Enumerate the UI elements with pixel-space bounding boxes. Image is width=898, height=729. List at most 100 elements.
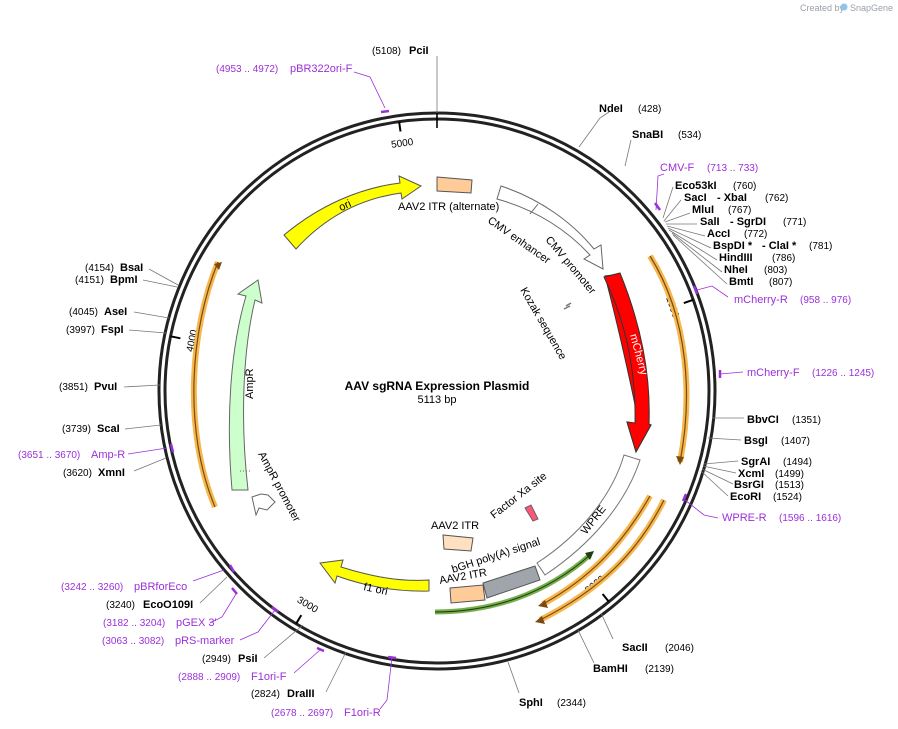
feature-itr-top-label: AAV2 ITR [431, 520, 479, 532]
primer-mcherry-r[interactable]: mCherry-R(958 .. 976) [734, 294, 851, 306]
site-draiii-pos: (2824) [251, 689, 280, 700]
leader-bsrgi [701, 468, 734, 485]
leader-mlui [664, 212, 691, 223]
primer-wpre-r[interactable]: WPRE-R (1596 .. 1616) [722, 512, 841, 524]
site-bspdi-clai[interactable]: BspDI *- ClaI *(781) [713, 240, 832, 252]
site-sali-sgrdi[interactable]: SalI- SgrDI(771) [700, 216, 806, 228]
leader-scai [124, 424, 162, 430]
site-ecoo109i[interactable]: (3240)EcoO109I [106, 599, 193, 611]
site-saci-xbai[interactable]: SacI- XbaI(762) [684, 192, 788, 204]
site-scai[interactable]: (3739)ScaI [62, 423, 120, 435]
tick-mark-3000 [295, 614, 303, 625]
leader-mcherry-f [719, 371, 744, 375]
feature-itr-alternate[interactable] [436, 176, 473, 194]
site-pcii[interactable]: (5108)PciI [372, 45, 429, 57]
primer-prs-marker-pos: (3063 .. 3082) [102, 636, 164, 647]
feature-f1ori[interactable] [319, 559, 430, 592]
site-bpmi-pos: (4151) [75, 275, 104, 286]
leader-bpmi [142, 279, 178, 288]
site-draiii[interactable]: (2824)DraIII [251, 688, 315, 700]
primer-mcherry-f[interactable]: mCherry-F (1226 .. 1245) [747, 367, 874, 379]
primer-cmv-f[interactable]: CMV-F(713 .. 733) [660, 162, 758, 174]
feature-cmv[interactable] [496, 185, 604, 270]
feature-itr-bottom[interactable] [449, 584, 486, 604]
feature-wpre[interactable] [536, 454, 641, 576]
site-hindiii[interactable]: HindIII(786) [719, 252, 795, 264]
primer-f1ori-f[interactable]: (2888 .. 2909)F1ori-F [178, 671, 287, 683]
leader-sgrai [703, 460, 739, 465]
primer-amp-r[interactable]: (3651 .. 3670)Amp-R [18, 449, 125, 461]
primer-pgex3[interactable]: (3182 .. 3204)pGEX 3' [103, 617, 217, 629]
primer-pbr322ori-f[interactable]: (4953 .. 4972)pBR322ori-F [216, 63, 353, 75]
site-bsrgi[interactable]: BsrGI(1513) [734, 479, 804, 491]
site-ndei[interactable]: NdeI(428) [599, 103, 661, 115]
leader-bamhi [577, 629, 595, 664]
site-bsgi[interactable]: BsgI(1407) [744, 435, 810, 447]
feature-mcherry-body [603, 272, 652, 454]
left-site-labels: (5108)PciI (4953 .. 4972)pBR322ori-F (41… [18, 45, 429, 719]
leader-snabi [624, 139, 632, 167]
site-bamhi[interactable]: BamHI(2139) [593, 663, 674, 675]
site-nhei-pos: (803) [764, 265, 787, 276]
leader-prs-marker [239, 609, 276, 641]
primer-pbrforeco-pos: (3242 .. 3260) [61, 582, 123, 593]
site-psii-pos: (2949) [202, 654, 231, 665]
site-acci[interactable]: AccI(772) [707, 228, 767, 240]
leader-hindiii [668, 229, 718, 261]
primer-mcherry-f-name: mCherry-F [747, 367, 800, 379]
site-saci-name: SacI [684, 192, 707, 204]
primer-pbrforeco[interactable]: (3242 .. 3260)pBRforEco [61, 581, 187, 593]
site-pvui[interactable]: (3851)PvuI [59, 381, 117, 393]
site-xmni[interactable]: (3620)XmnI [63, 467, 125, 479]
site-fspi[interactable]: (3997)FspI [66, 324, 124, 336]
site-sgrai[interactable]: SgrAI(1494) [741, 456, 812, 468]
feature-ampr[interactable] [228, 279, 263, 491]
leader-mcherry-r [696, 285, 729, 298]
site-bspdi-pos: (781) [809, 241, 832, 252]
site-sphi[interactable]: SphI(2344) [519, 697, 586, 709]
feature-itr-top[interactable] [442, 534, 474, 552]
feature-kozak[interactable] [565, 302, 572, 307]
site-ecori[interactable]: EcoRI(1524) [730, 491, 802, 503]
site-asei[interactable]: (4045)AseI [69, 306, 127, 318]
left-site-lines [123, 56, 438, 710]
leader-eco53ki [662, 186, 674, 219]
site-bsai[interactable]: (4154)BsaI [85, 262, 143, 274]
feature-itr-bottom-label: AAV2 ITR [438, 567, 487, 587]
site-mlui[interactable]: MluI(767) [692, 204, 751, 216]
primer-prs-marker[interactable]: (3063 .. 3082)pRS-marker [102, 635, 235, 647]
leader-draiii [325, 651, 347, 693]
site-psii[interactable]: (2949)PsiI [202, 653, 258, 665]
site-xcmi[interactable]: XcmI(1499) [738, 468, 804, 480]
feature-ori[interactable] [283, 175, 423, 250]
orf-right-band [647, 254, 690, 463]
primer-f1ori-r-name: F1ori-R [344, 707, 381, 719]
site-snabi[interactable]: SnaBI(534) [632, 129, 701, 141]
cmv-divider [529, 203, 539, 215]
primer-cmv-f-pos: (713 .. 733) [707, 163, 758, 174]
site-ecoo109i-pos: (3240) [106, 600, 135, 611]
feature-ampr-promoter[interactable] [251, 493, 276, 517]
site-bsgi-name: BsgI [744, 435, 768, 447]
tick-mark-5000 [398, 121, 402, 132]
leader-sacii [600, 612, 614, 640]
primer-f1ori-r[interactable]: (2678 .. 2697)F1ori-R [271, 707, 381, 719]
site-nhei[interactable]: NheI(803) [724, 264, 787, 276]
feature-factor-xa[interactable] [524, 504, 539, 522]
feature-factor-xa-label: Factor Xa site [488, 470, 549, 521]
orf-inner-arrowhead [538, 600, 548, 608]
site-bmti[interactable]: BmtI(807) [729, 276, 792, 288]
site-sacii[interactable]: SacII(2046) [622, 642, 694, 654]
site-eco53ki[interactable]: Eco53kI(760) [675, 180, 756, 192]
orf-green-arrowhead [585, 551, 594, 560]
right-site-lines [507, 111, 744, 694]
site-clai-name: - ClaI * [762, 240, 797, 252]
site-bbvci[interactable]: BbvCI(1351) [747, 414, 821, 426]
site-bpmi[interactable]: (4151)BpmI [75, 274, 138, 286]
feature-bgh[interactable] [482, 565, 541, 599]
site-acci-pos: (772) [744, 229, 767, 240]
primer-mcherry-f-pos: (1226 .. 1245) [812, 368, 874, 379]
primer-wpre-r-pos: (1596 .. 1616) [779, 513, 841, 524]
primer-wpre-r-name: WPRE-R [722, 512, 767, 524]
site-sgrai-name: SgrAI [741, 456, 770, 468]
